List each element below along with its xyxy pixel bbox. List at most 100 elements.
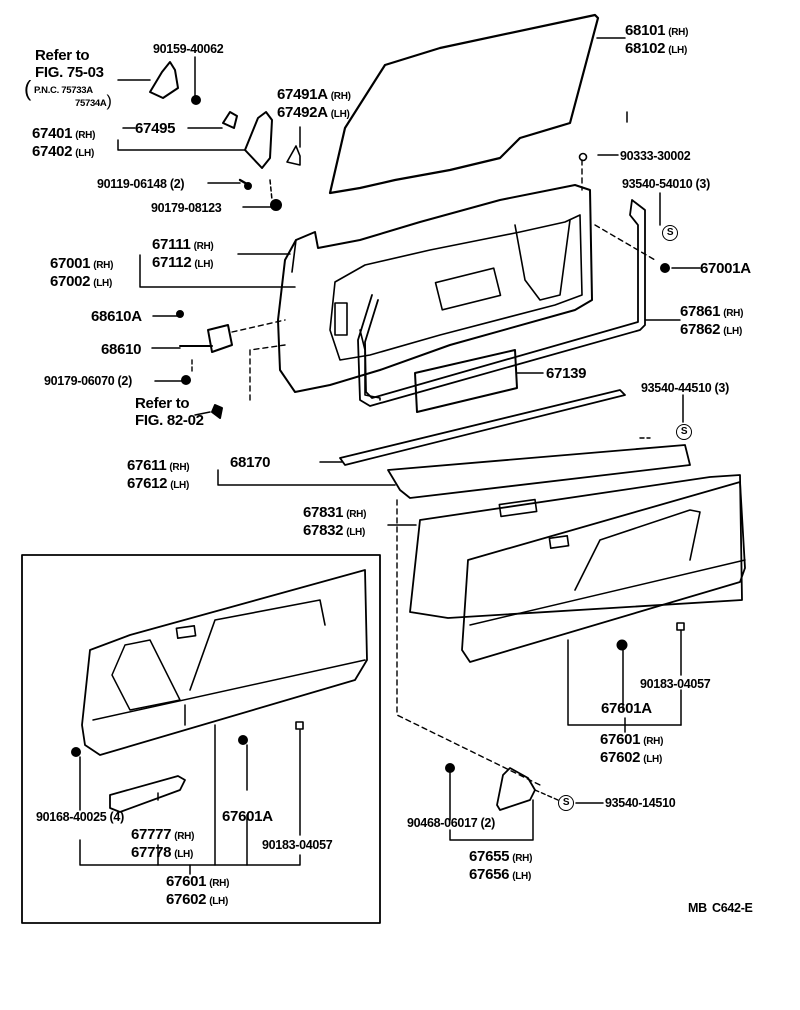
part-90183-04057[interactable]: 90183-04057 — [640, 677, 711, 691]
rh-tag: (RH) — [174, 831, 195, 842]
rh-tag: (RH) — [346, 509, 367, 520]
part-90179-06070[interactable]: 90179-06070 (2) — [44, 374, 132, 388]
part-67777-67778[interactable]: 67777(RH) 67778(LH) — [131, 827, 194, 863]
part-67601A-inset[interactable]: 67601A — [222, 808, 273, 825]
rh-tag: (RH) — [75, 130, 96, 141]
lh-tag: (LH) — [346, 527, 366, 538]
part-lh: 67602 — [600, 749, 641, 766]
rh-tag: (RH) — [723, 308, 744, 319]
part-90159-40062[interactable]: 90159-40062 — [153, 42, 224, 56]
part-67831-67832[interactable]: 67831(RH) 67832(LH) — [303, 505, 366, 541]
rh-tag: (RH) — [209, 878, 230, 889]
pnc-reference: ( P.N.C. 75733A 75734A) — [24, 76, 112, 110]
door-inner-panel — [277, 184, 593, 401]
rh-tag: (RH) — [169, 462, 190, 473]
rh-tag: (RH) — [330, 91, 351, 102]
reference-fig-75-03[interactable]: Refer to FIG. 75-03 — [35, 47, 104, 81]
part-90179-08123[interactable]: 90179-08123 — [151, 201, 222, 215]
part-rh: 67831 — [303, 504, 344, 521]
inset-trim-board — [71, 569, 368, 875]
lh-tag: (LH) — [75, 148, 95, 159]
lh-tag: (LH) — [170, 480, 190, 491]
door-weatherstrip — [357, 199, 646, 407]
part-67601-67602[interactable]: 67601(RH) 67602(LH) — [600, 732, 663, 768]
part-67401-67402[interactable]: 67401(RH) 67402(LH) — [32, 126, 95, 162]
part-lh: 67602 — [166, 891, 207, 908]
part-68170[interactable]: 68170 — [230, 454, 271, 471]
lh-tag: (LH) — [512, 871, 532, 882]
part-93540-44510[interactable]: 93540-44510 (3) — [641, 381, 729, 395]
diagram-code: MB C642-E — [688, 901, 753, 915]
part-rh: 67001 — [50, 255, 91, 272]
pnc-75734A: 75734A — [75, 98, 107, 109]
reference-line1: Refer to — [35, 47, 90, 64]
alternate-trim-inset — [21, 554, 381, 924]
part-rh: 67611 — [127, 457, 167, 474]
part-lh: 68102 — [625, 40, 666, 57]
door-trim-board — [387, 474, 746, 786]
part-67611-67612[interactable]: 67611(RH) 67612(LH) — [127, 457, 190, 494]
lh-tag: (LH) — [174, 849, 194, 860]
armrest-bracket — [445, 763, 604, 841]
reference-line2: FIG. 75-03 — [35, 64, 104, 81]
rh-tag: (RH) — [512, 853, 533, 864]
part-90119-06148[interactable]: 90119-06148 (2) — [97, 177, 185, 191]
part-rh: 67111 — [152, 236, 191, 253]
part-rh: 67401 — [32, 125, 73, 142]
part-93540-54010[interactable]: 93540-54010 (3) — [622, 177, 710, 191]
part-lh: 67612 — [127, 475, 168, 492]
part-rh: 67655 — [469, 848, 510, 865]
screw-symbol-93540-44510: S — [676, 424, 692, 440]
part-67139[interactable]: 67139 — [546, 365, 587, 382]
rh-tag: (RH) — [668, 27, 689, 38]
part-67601-67602-inset[interactable]: 67601(RH) 67602(LH) — [166, 874, 229, 910]
part-lh: 67832 — [303, 522, 344, 539]
screw-symbol-93540-14510: S — [558, 795, 574, 811]
trim-clips — [567, 622, 685, 733]
lh-tag: (LH) — [330, 109, 350, 120]
part-lh: 67656 — [469, 866, 510, 883]
rh-tag: (RH) — [643, 736, 664, 747]
part-67001A[interactable]: 67001A — [700, 260, 751, 277]
part-rh: 67777 — [131, 826, 172, 843]
part-90168-40025[interactable]: 90168-40025 (4) — [36, 810, 124, 824]
part-rh: 67601 — [166, 873, 207, 890]
lh-tag: (LH) — [194, 259, 214, 270]
door-glass — [328, 13, 628, 195]
part-lh: 67002 — [50, 273, 91, 290]
rh-tag: (RH) — [93, 260, 114, 271]
part-90468-06017[interactable]: 90468-06017 (2) — [407, 816, 495, 830]
lh-tag: (LH) — [668, 45, 688, 56]
pnc-75733A: 75733A — [61, 85, 93, 96]
part-lh: 67778 — [131, 844, 172, 861]
part-lh: 67862 — [680, 321, 721, 338]
part-90183-04057-inset[interactable]: 90183-04057 — [262, 838, 333, 852]
part-rh: 67861 — [680, 303, 721, 320]
part-rh: 67491A — [277, 86, 328, 103]
part-lh: 67112 — [152, 254, 192, 271]
part-67601A[interactable]: 67601A — [601, 700, 652, 717]
part-67495[interactable]: 67495 — [135, 120, 176, 137]
reference-line1: Refer to — [135, 395, 190, 412]
lh-tag: (LH) — [723, 326, 743, 337]
part-68101-68102[interactable]: 68101(RH) 68102(LH) — [625, 23, 688, 59]
lh-tag: (LH) — [643, 754, 663, 765]
part-67001-67002[interactable]: 67001(RH) 67002(LH) — [50, 256, 113, 292]
reference-fig-82-02[interactable]: Refer to FIG. 82-02 — [135, 395, 204, 429]
part-68610[interactable]: 68610 — [101, 341, 142, 358]
part-67861-67862[interactable]: 67861(RH) 67862(LH) — [680, 304, 743, 340]
service-hole-cover — [414, 349, 518, 413]
part-67491A-67492A[interactable]: 67491A(RH) 67492A(LH) — [277, 87, 351, 123]
part-67655-67656[interactable]: 67655(RH) 67656(LH) — [469, 849, 532, 885]
screw-symbol-93540-54010: S — [662, 225, 678, 241]
part-67111-67112[interactable]: 67111(RH) 67112(LH) — [152, 236, 214, 273]
part-lh: 67402 — [32, 143, 73, 160]
reference-line2: FIG. 82-02 — [135, 412, 204, 429]
part-rh: 68101 — [625, 22, 666, 39]
belt-moulding — [217, 389, 691, 499]
part-68610A[interactable]: 68610A — [91, 308, 142, 325]
part-93540-14510[interactable]: 93540-14510 — [605, 796, 676, 810]
part-90333-30002[interactable]: 90333-30002 — [620, 149, 691, 163]
rh-tag: (RH) — [193, 241, 214, 252]
